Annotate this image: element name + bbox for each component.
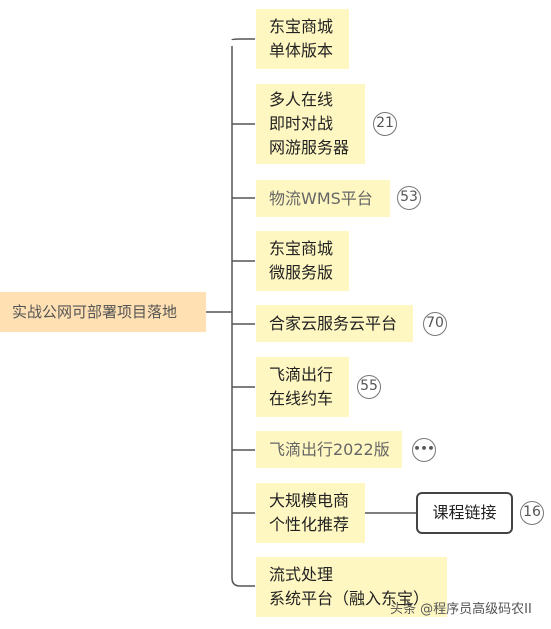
- root-label: 实战公网可部署项目落地: [12, 303, 178, 321]
- node-line: 大规模电商: [269, 491, 350, 510]
- count-badge[interactable]: 55: [357, 375, 381, 399]
- node-line: 流式处理: [269, 565, 334, 584]
- branch-dongbao-single: [231, 38, 255, 41]
- count-badge[interactable]: 21: [373, 112, 397, 136]
- node-ecommerce[interactable]: 大规模电商 个性化推荐: [256, 483, 365, 543]
- more-icon[interactable]: •••: [412, 438, 436, 462]
- node-line: 东宝商城: [269, 239, 334, 258]
- node-stream[interactable]: 流式处理 系统平台（融入东宝）: [256, 557, 447, 617]
- node-line: 合家云服务云平台: [269, 313, 398, 333]
- count-badge[interactable]: 16: [520, 501, 544, 525]
- node-multiplayer[interactable]: 多人在线 即时对战 网游服务器: [256, 84, 365, 164]
- node-line: 个性化推荐: [269, 515, 350, 534]
- node-line: 即时对战: [269, 114, 334, 133]
- node-line: 微服务版: [269, 263, 334, 282]
- node-feidi-2022[interactable]: 飞滴出行2022版: [256, 431, 402, 468]
- watermark: 头条 @程序员高级码农II: [390, 602, 532, 617]
- node-dongbao-micro[interactable]: 东宝商城 微服务版: [256, 231, 349, 291]
- node-line: 系统平台（融入东宝）: [269, 589, 430, 608]
- node-line: 飞滴出行2022版: [269, 439, 390, 459]
- branch-stream: [231, 577, 255, 587]
- count-badge[interactable]: 70: [423, 312, 447, 336]
- course-link-box[interactable]: 课程链接: [416, 492, 513, 534]
- node-line: 在线约车: [269, 389, 334, 408]
- node-line: 飞滴出行: [269, 365, 334, 384]
- node-line: 东宝商城: [269, 17, 334, 36]
- node-line: 多人在线: [269, 90, 334, 109]
- node-wms[interactable]: 物流WMS平台: [256, 180, 390, 217]
- node-feidi-ride[interactable]: 飞滴出行 在线约车: [256, 357, 349, 417]
- node-hejia-cloud[interactable]: 合家云服务云平台: [256, 305, 413, 342]
- count-badge[interactable]: 53: [397, 186, 421, 210]
- node-line: 单体版本: [269, 41, 334, 60]
- root-node[interactable]: 实战公网可部署项目落地: [0, 292, 206, 332]
- node-line: 物流WMS平台: [269, 188, 373, 208]
- node-line: 网游服务器: [269, 138, 350, 157]
- node-dongbao-single[interactable]: 东宝商城 单体版本: [256, 9, 349, 69]
